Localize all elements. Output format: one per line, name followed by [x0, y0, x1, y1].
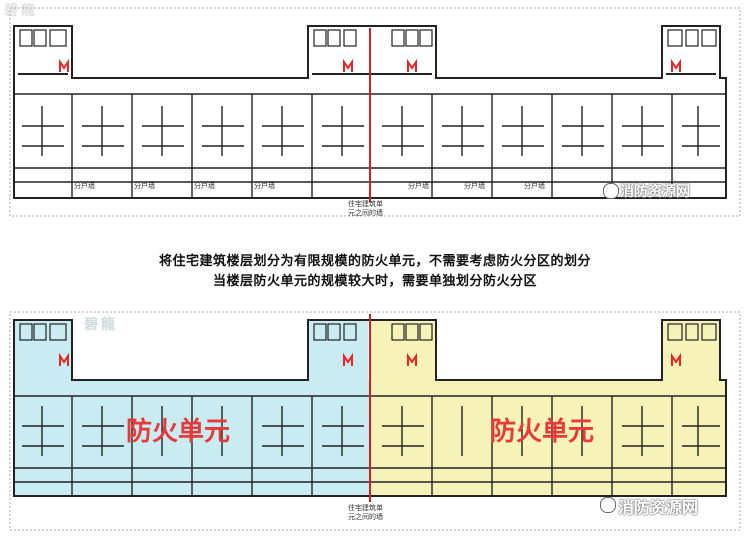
plan-frame: [9, 311, 741, 531]
fire-unit-zone-right: [370, 320, 726, 496]
svg-text:元之间的墙: 元之间的墙: [348, 512, 383, 521]
stair-cores: [19, 29, 717, 47]
boundary-label: 住宅建筑单 元之间的墙: [348, 199, 383, 217]
wechat-icon: [603, 183, 619, 199]
stair-markers: [59, 58, 681, 72]
unit-partitions: [14, 93, 726, 198]
wall-label: 分户墙: [254, 181, 275, 190]
wall-label: 分户墙: [134, 181, 155, 190]
watermark-text: 消防资源网: [618, 498, 699, 517]
wall-label: 分户墙: [408, 181, 429, 190]
fire-unit-label-right: 防火单元: [490, 417, 594, 447]
caption-line-1: 将住宅建筑楼层划分为有限规模的防火单元，不需要考虑防火分区的划分: [158, 254, 591, 269]
top-floor-plan: 分户墙 分户墙 分户墙 分户墙 分户墙 分户墙 分户墙 住宅建筑单 元之间的墙: [8, 6, 742, 218]
svg-text:住宅建筑单: 住宅建筑单: [348, 503, 383, 512]
svg-text:元之间的墙: 元之间的墙: [348, 208, 383, 217]
logo-watermark-top: 碧龍: [4, 3, 38, 19]
wall-label: 分户墙: [194, 181, 215, 190]
stair-markers: [59, 352, 681, 366]
wechat-icon: [600, 497, 616, 513]
wall-label: 分户墙: [524, 181, 545, 190]
svg-text:住宅建筑单: 住宅建筑单: [348, 199, 383, 208]
wall-labels: 分户墙 分户墙 分户墙 分户墙 分户墙 分户墙 分户墙: [74, 181, 545, 190]
caption-line-2: 当楼层防火单元的规模较大时，需要单独划分防火分区: [212, 274, 537, 289]
watermark-text: 消防资源网: [620, 184, 690, 200]
bottom-floor-plan: 防火单元 防火单元 住宅建筑单 元之间的墙: [8, 310, 742, 532]
building-outline: [13, 319, 727, 497]
fire-unit-label-left: 防火单元: [126, 417, 230, 447]
wall-label: 分户墙: [464, 181, 485, 190]
logo-watermark-bottom: 碧龍: [84, 317, 118, 333]
stair-cores: [19, 323, 717, 341]
wall-label: 分户墙: [74, 181, 95, 190]
building-outline: [13, 25, 727, 199]
plan-frame: [9, 7, 741, 217]
boundary-label: 住宅建筑单 元之间的墙: [348, 503, 383, 521]
